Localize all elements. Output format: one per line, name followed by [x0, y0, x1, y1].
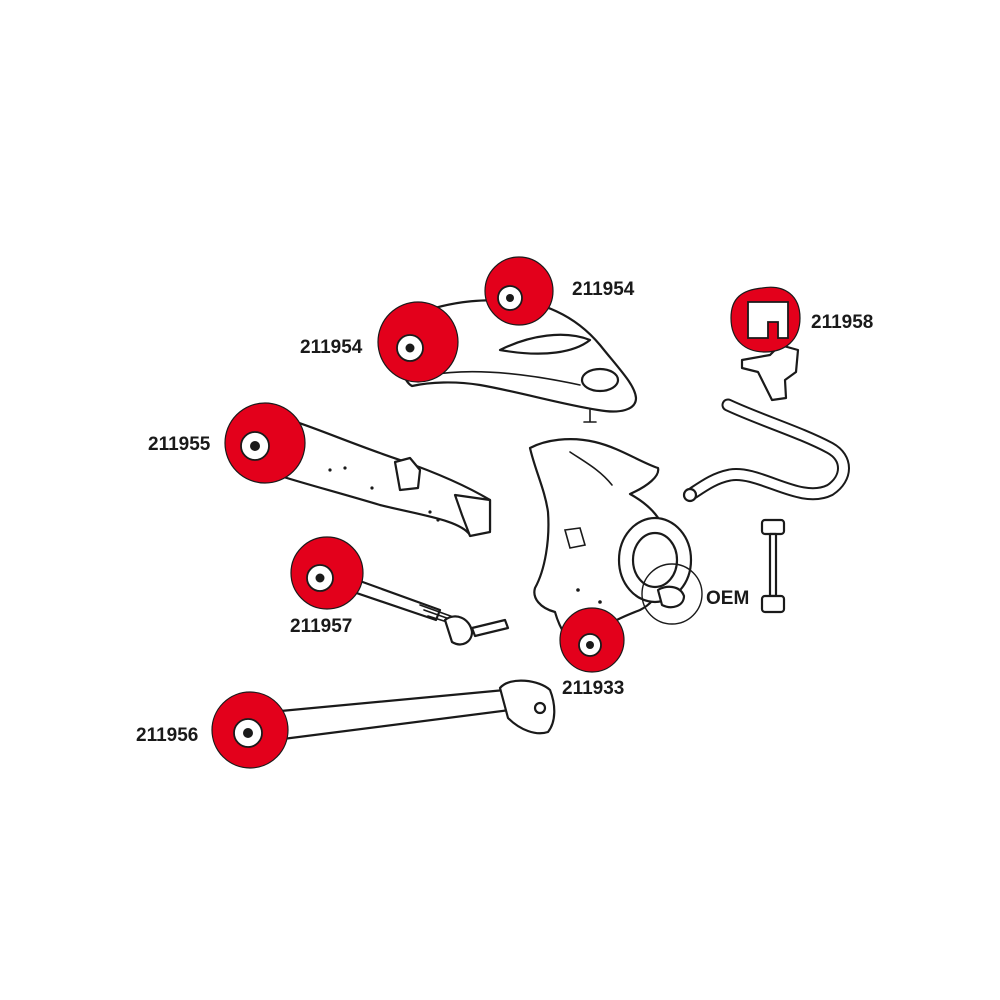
- bushing-211956: [211, 691, 289, 769]
- label-211954-rear: 211954: [572, 279, 635, 300]
- sway-bar: [682, 398, 850, 503]
- label-211933: 211933: [562, 678, 624, 699]
- trailing-arm: [258, 410, 492, 538]
- oem-callout-circle: [641, 563, 703, 625]
- label-oem: OEM: [706, 588, 749, 609]
- label-211958: 211958: [811, 312, 873, 333]
- bushing-211933: [559, 607, 625, 673]
- label-211956: 211956: [136, 725, 198, 746]
- lower-arm: [268, 679, 556, 742]
- bushing-211954-front: [377, 301, 459, 383]
- label-211957: 211957: [290, 616, 352, 637]
- bushing-211955: [224, 402, 306, 484]
- bushing-211954-rear: [484, 256, 554, 326]
- steering-knuckle: [528, 438, 703, 658]
- sway-bar-bracket: [740, 343, 800, 402]
- bushing-211958: [730, 286, 801, 353]
- bushing-211957: [290, 536, 364, 610]
- label-211955: 211955: [148, 434, 211, 455]
- sway-bar-end-link: [760, 518, 786, 614]
- upper-control-arm: [398, 298, 638, 423]
- label-211954-front: 211954: [300, 337, 363, 358]
